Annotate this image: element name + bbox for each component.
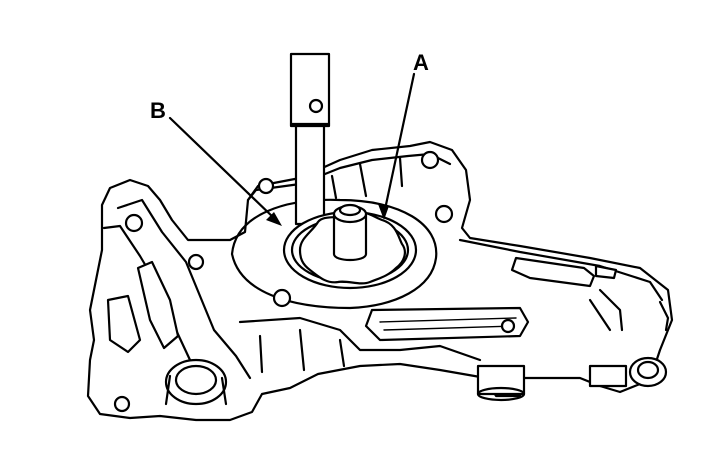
bolt-hole xyxy=(257,177,275,195)
callout-a-letter: A xyxy=(413,50,429,75)
callout-b-letter: B xyxy=(150,98,166,123)
bolt-hole xyxy=(434,204,454,224)
bolt-hole xyxy=(113,395,131,413)
bolt-hole xyxy=(124,213,144,233)
tool-shaft xyxy=(289,52,331,226)
callout-a: A xyxy=(378,50,429,220)
callout-b: B xyxy=(150,98,282,226)
bolt-hole xyxy=(187,253,205,271)
bolt-hole xyxy=(420,150,440,170)
inner-rotor xyxy=(298,203,406,285)
bolt-hole xyxy=(272,288,292,308)
